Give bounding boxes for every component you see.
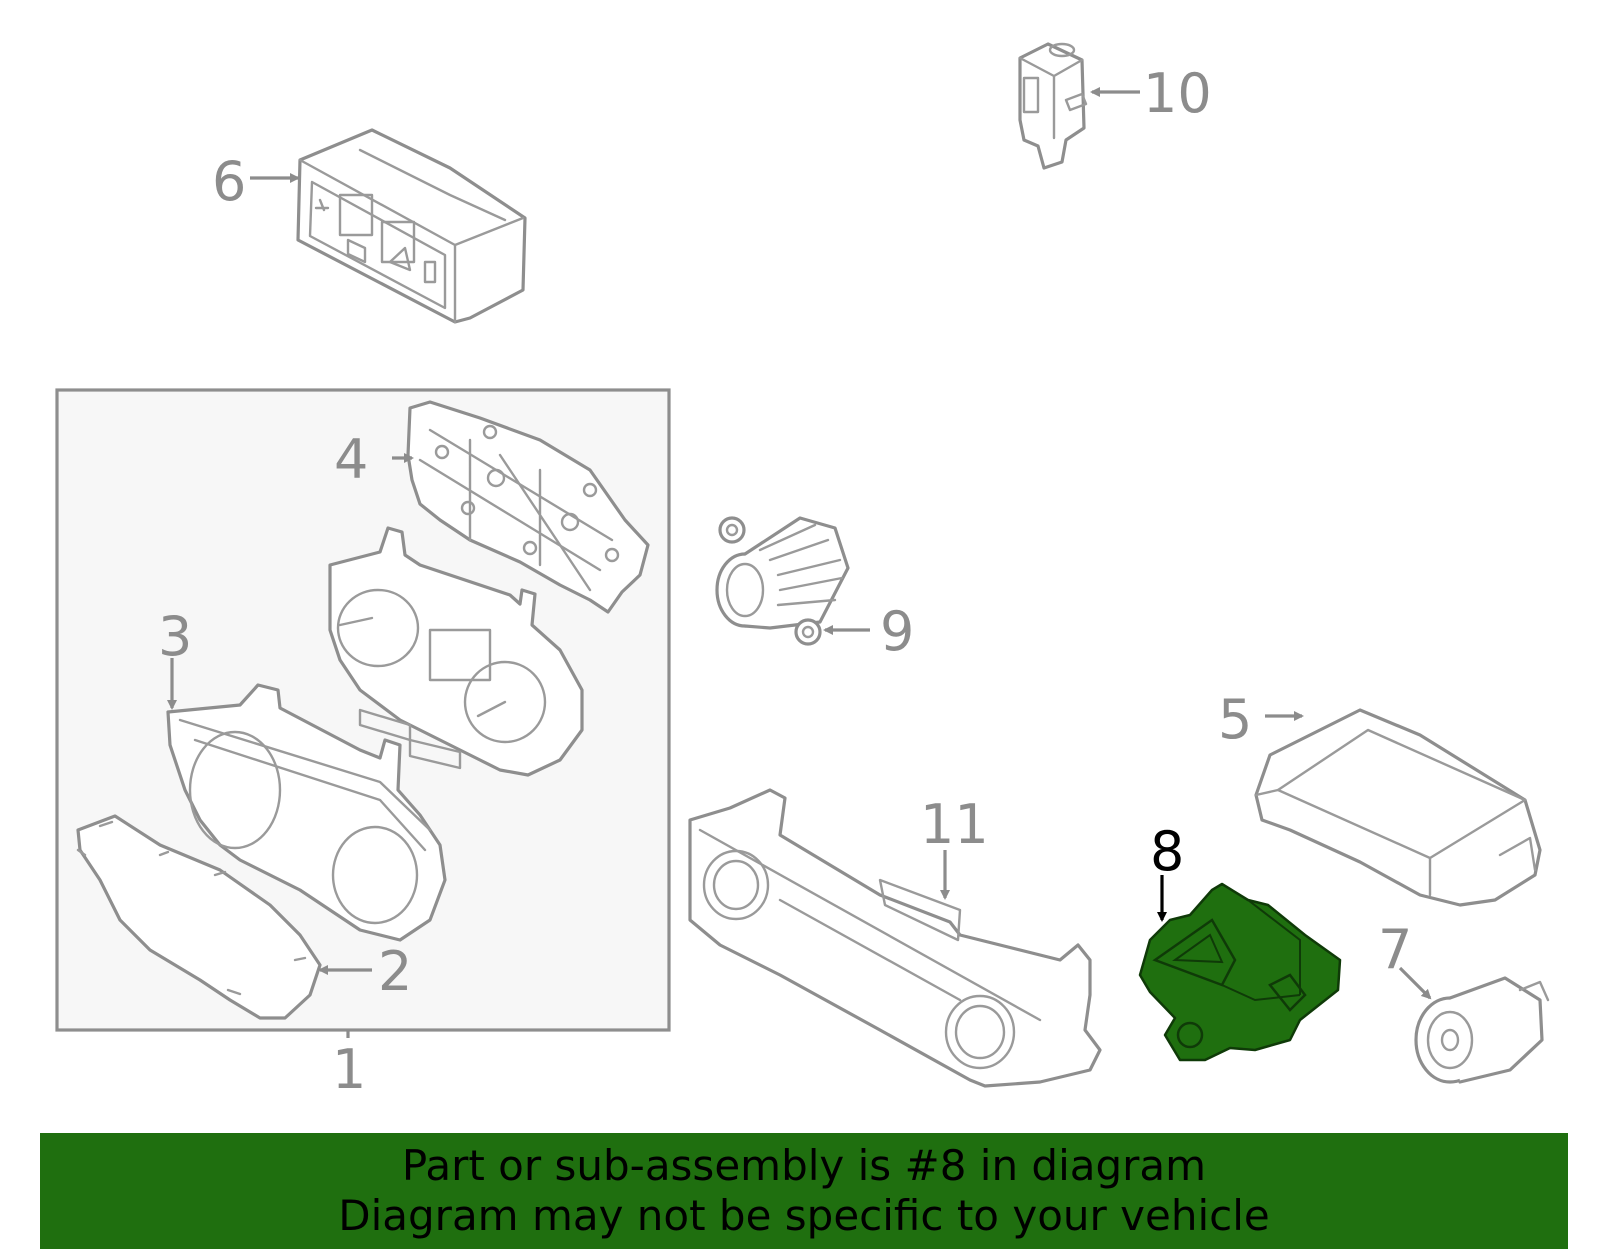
banner-line-part: Part or sub-assembly is #8 in diagram [401,1141,1207,1190]
part-8-highlighted-module[interactable] [1138,882,1342,1062]
part-11-climate-panel[interactable] [688,788,1102,1088]
callout-10: 10 [1143,62,1212,125]
callout-7: 7 [1378,918,1412,981]
callout-1: 1 [332,1038,366,1101]
part-7-button[interactable] [1414,976,1550,1084]
leader-7 [1398,966,1432,1000]
callout-2: 2 [378,940,412,1003]
part-9-vent[interactable] [715,516,850,646]
callout-labels: 6 10 4 9 3 5 11 8 7 2 1 [158,62,1412,1101]
part-3-bezel[interactable] [166,683,447,942]
callout-6: 6 [212,150,246,213]
gauge-cluster-unit[interactable] [328,526,584,777]
part-2-lens[interactable] [76,814,322,1020]
callout-5: 5 [1218,688,1252,751]
part-4-rear-housing[interactable] [406,400,650,614]
part-6-switch-module[interactable] [296,128,527,324]
callout-11: 11 [920,793,989,856]
callout-8: 8 [1150,820,1184,883]
info-banner: Part or sub-assembly is #8 in diagram Di… [40,1133,1568,1249]
callout-9: 9 [880,600,914,663]
part-5-display[interactable] [1254,708,1542,907]
leader-arrows [167,87,1432,1000]
callout-3: 3 [158,605,192,668]
callout-4: 4 [334,428,368,491]
banner-line-disclaimer: Diagram may not be specific to your vehi… [338,1191,1270,1240]
part-10-small-switch[interactable] [1018,42,1088,170]
